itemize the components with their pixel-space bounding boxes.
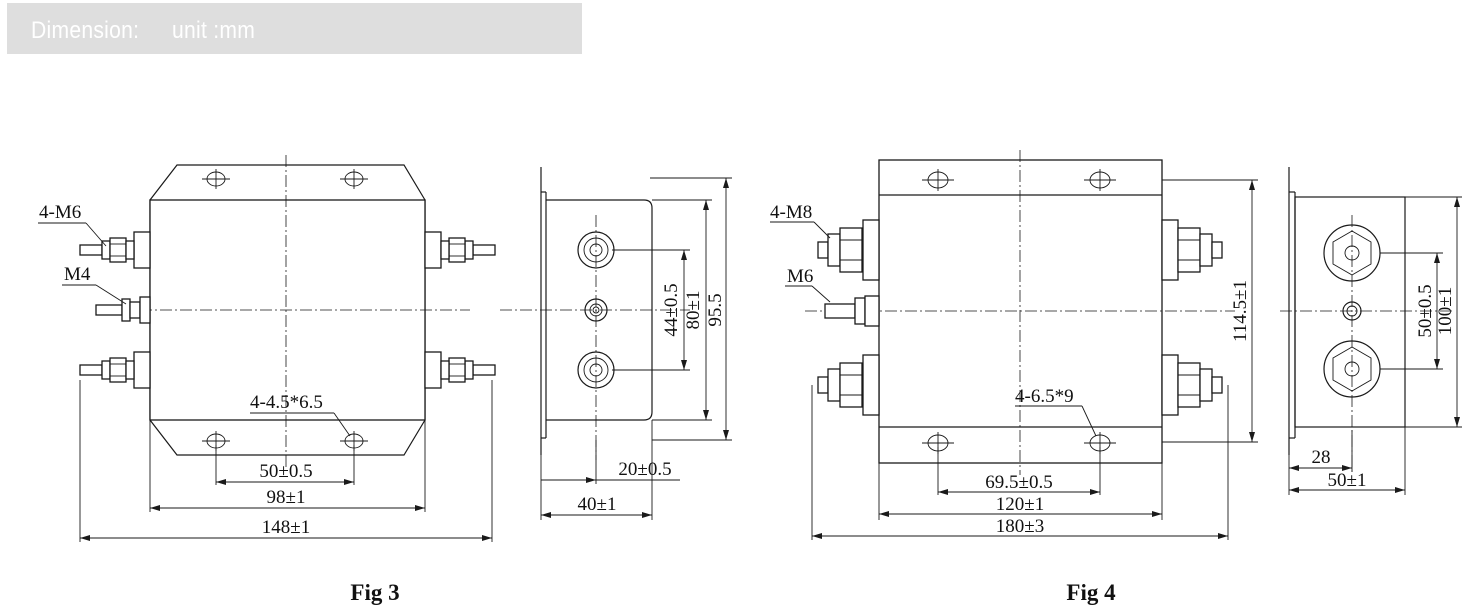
fig4-terminal-label: 4-M8 [770, 202, 812, 223]
fig3-overall-width: 148±1 [262, 517, 310, 538]
fig3-ground-label: M4 [64, 264, 91, 285]
fig3-terminal-label: 4-M6 [39, 202, 81, 223]
terminal-icon [817, 219, 1223, 416]
unit-label: unit :mm [172, 17, 256, 44]
fig4-hole-spacing: 69.5±0.5 [985, 472, 1052, 493]
fig3-front-view: 4-M6 M4 4-4.5*6.5 50±0.5 98±1 148±1 [38, 155, 496, 542]
ground-stud-icon [824, 295, 880, 327]
fig4-side-depth: 50±1 [1328, 470, 1367, 491]
terminal-icon [79, 231, 496, 389]
fig3-terminal-spacing: 44±0.5 [661, 283, 682, 336]
fig3-side-depth: 40±1 [578, 494, 617, 515]
header-band: Dimension: unit :mm [7, 3, 582, 54]
fig4-mount-height: 100±1 [1435, 287, 1456, 335]
fig4-side-view: 50±0.5 100±1 28 50±1 [1280, 167, 1462, 495]
fig4-ground-label: M6 [787, 266, 813, 287]
fig3-total-height: 95.5 [705, 293, 726, 326]
fig4-body-width: 120±1 [996, 494, 1044, 515]
fig3-body-width: 98±1 [267, 487, 306, 508]
fig4-terminal-spacing: 50±0.5 [1415, 284, 1436, 337]
fig3-mount-height: 80±1 [683, 291, 704, 330]
fig4-overall-width: 180±3 [996, 516, 1044, 537]
fig3-caption: Fig 3 [350, 580, 399, 605]
fig4-holes-label: 4-6.5*9 [1015, 386, 1074, 407]
fig4-side-offset: 28 [1312, 447, 1331, 468]
fig4-caption: Fig 4 [1066, 580, 1116, 605]
dimension-label: Dimension: [31, 17, 140, 44]
fig3-holes-label: 4-4.5*6.5 [250, 392, 323, 413]
fig3-side-view: 44±0.5 80±1 95.5 20±0.5 40±1 [500, 167, 732, 520]
fig4-total-height: 114.5±1 [1230, 280, 1251, 342]
fig3-hole-spacing: 50±0.5 [259, 461, 312, 482]
fig4-front-view: 4-M8 M6 4-6.5*9 69.5±0.5 120±1 180±3 114… [770, 150, 1258, 540]
fig3-side-offset: 20±0.5 [618, 459, 671, 480]
ground-stud-icon [95, 296, 151, 324]
